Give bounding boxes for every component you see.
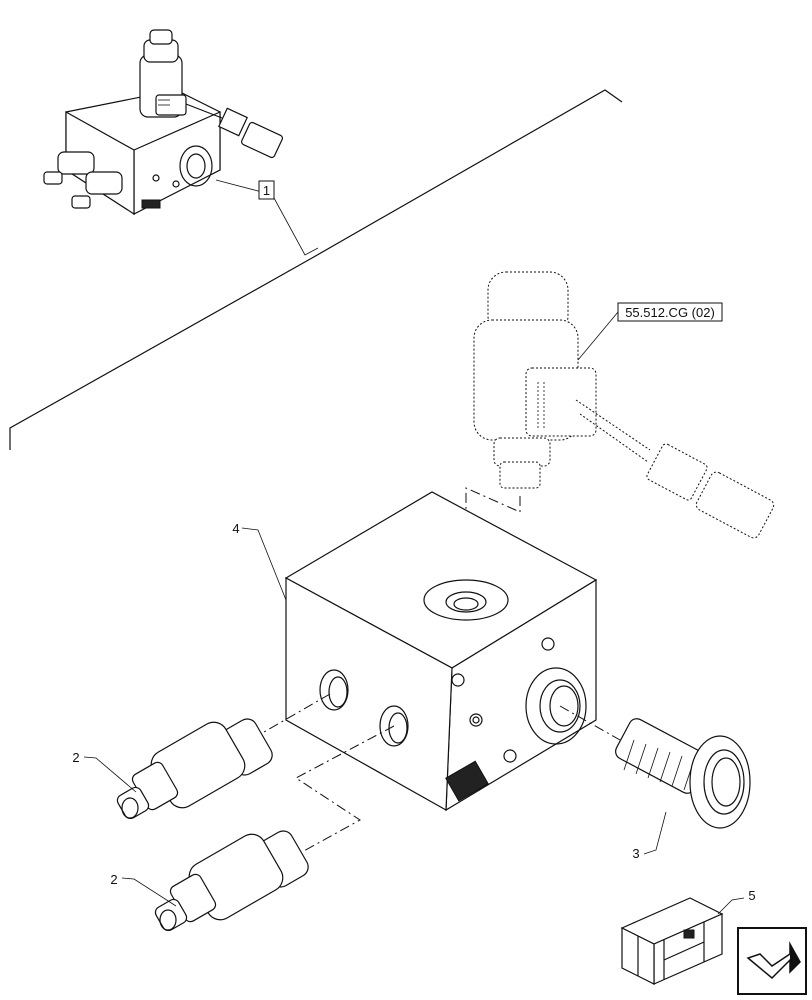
callout-3-label: 3: [632, 846, 639, 861]
return-arrow-icon[interactable]: [737, 927, 807, 995]
solenoid-valve-reference: [473, 271, 775, 539]
assembly-overview: [43, 29, 283, 216]
callout-2a-label: 2: [72, 750, 79, 765]
crate-icon: [620, 897, 724, 985]
callout-5-label: 5: [748, 888, 755, 903]
reference-box: [617, 302, 723, 322]
callout-box-1: [258, 180, 275, 200]
fitting-2-upper: [116, 718, 273, 820]
reference-label: 55.512.CG (02): [625, 305, 715, 320]
callout-1-label: 1: [263, 183, 270, 198]
callout-4-label: 4: [232, 521, 239, 536]
filter-3: [615, 718, 751, 829]
fitting-2-lower: [154, 830, 309, 932]
callout-2b-label: 2: [110, 872, 117, 887]
kit-bracket: [9, 89, 623, 450]
valve-block: [284, 491, 598, 812]
